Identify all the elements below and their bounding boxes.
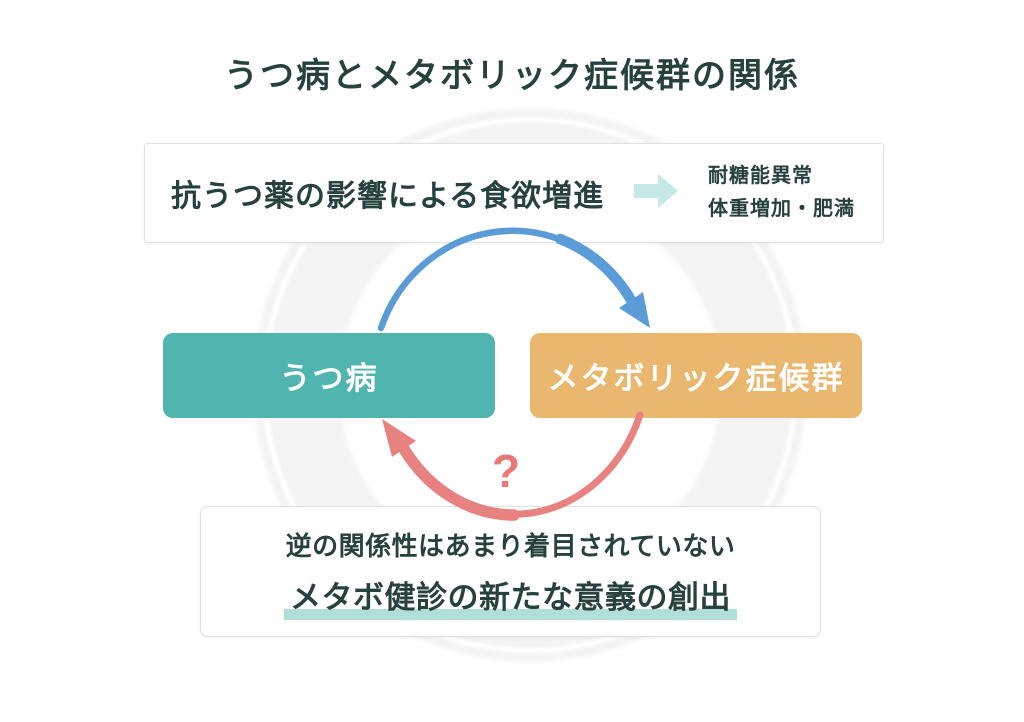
effect-item-glucose: 耐糖能異常 xyxy=(707,165,813,187)
right-block-arrow-icon xyxy=(634,173,679,214)
reverse-relationship-box: 逆の関係性はあまり着目されていない メタボ健診の新たな意義の創出 xyxy=(200,506,821,637)
effect-item-weight: 体重増加・肥満 xyxy=(707,198,855,220)
depression-node: うつ病 xyxy=(163,333,495,418)
antidepressant-effect-box: 抗うつ薬の影響による食欲増進 耐糖能異常 体重増加・肥満 xyxy=(144,143,884,243)
page-title: うつ病とメタボリック症候群の関係 xyxy=(224,57,800,95)
question-mark: ? xyxy=(492,445,521,497)
conclusion-headline: メタボ健診の新たな意義の創出 xyxy=(284,572,737,620)
effects-list: 耐糖能異常 体重増加・肥満 xyxy=(708,160,855,226)
metabolic-node-label: メタボリック症候群 xyxy=(547,361,845,396)
metabolic-syndrome-node: メタボリック症候群 xyxy=(530,333,862,418)
cause-text: 抗うつ薬の影響による食欲増進 xyxy=(171,180,605,213)
depression-node-label: うつ病 xyxy=(279,361,379,396)
reverse-note-text: 逆の関係性はあまり着目されていない xyxy=(285,531,736,561)
